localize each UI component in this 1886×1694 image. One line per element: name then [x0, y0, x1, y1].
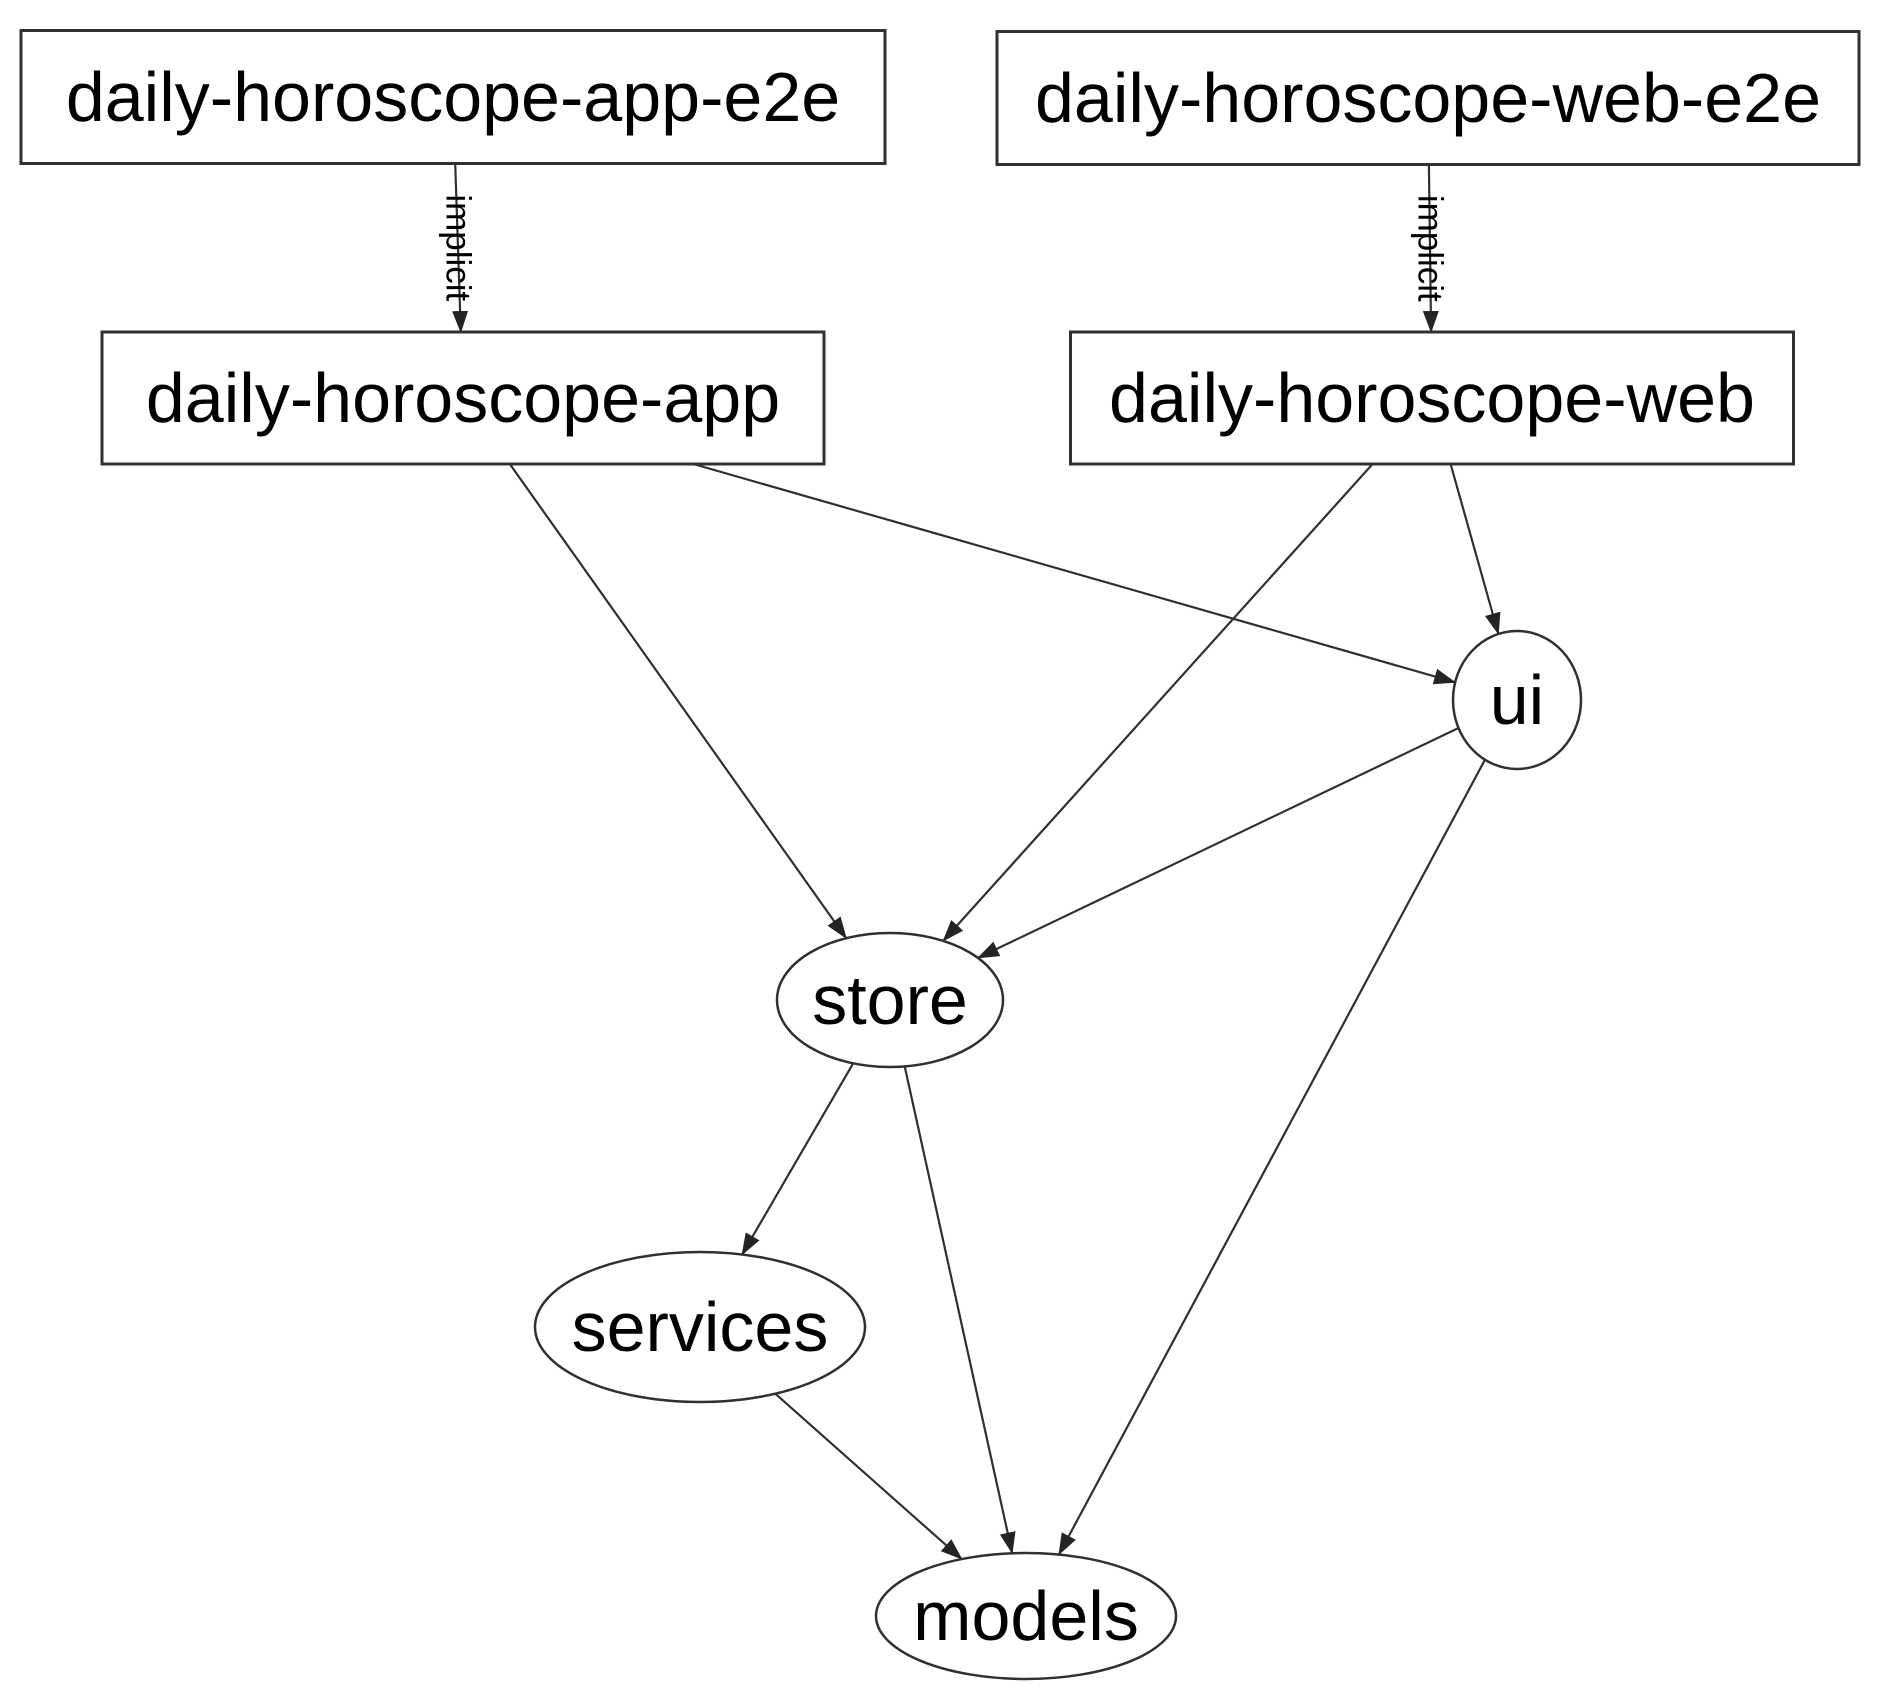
node-daily-horoscope-web-e2e: daily-horoscope-web-e2e: [995, 30, 1861, 166]
node-shape-daily-horoscope-app-e2e: [19, 29, 887, 165]
node-label-store: store: [812, 961, 968, 1039]
node-layer: daily-horoscope-app-e2e daily-horoscope-w…: [19, 29, 1861, 1681]
edge-daily-horoscope-web-to-store: [942, 463, 1374, 942]
edge-label-daily-horoscope-web-e2e-to-daily-horoscope-web: implicit: [1411, 195, 1450, 302]
node-ui: ui: [1451, 629, 1583, 771]
node-label-ui: ui: [1490, 661, 1544, 739]
node-label-daily-horoscope-web-e2e: daily-horoscope-web-e2e: [1035, 59, 1821, 137]
node-shape-store: [775, 931, 1005, 1069]
node-shape-daily-horoscope-web-e2e: [995, 30, 1861, 166]
node-shape-daily-horoscope-app: [100, 330, 826, 466]
node-shape-daily-horoscope-web: [1069, 330, 1795, 466]
edge-store-to-services: [741, 1062, 855, 1256]
edge-daily-horoscope-app-to-ui: [692, 462, 1457, 685]
node-shape-models: [874, 1551, 1178, 1681]
node-services: services: [533, 1250, 867, 1404]
node-store: store: [775, 931, 1005, 1069]
edge-label-layer: implicit implicit: [439, 194, 1450, 302]
edge-daily-horoscope-web-to-ui: [1449, 463, 1501, 635]
edge-label-daily-horoscope-app-e2e-to-daily-horoscope-app: implicit: [439, 194, 478, 301]
edge-ui-to-models: [1057, 759, 1486, 1556]
edge-daily-horoscope-web-e2e-to-daily-horoscope-web: [1422, 164, 1439, 333]
edge-layer: [452, 163, 1501, 1560]
node-daily-horoscope-app-e2e: daily-horoscope-app-e2e: [19, 29, 887, 165]
node-label-services: services: [572, 1288, 829, 1366]
edge-ui-to-store: [976, 727, 1459, 959]
edge-daily-horoscope-app-e2e-to-daily-horoscope-app: [452, 163, 469, 333]
edge-services-to-models: [774, 1392, 963, 1560]
node-daily-horoscope-web: daily-horoscope-web: [1069, 330, 1795, 466]
node-shape-ui: [1451, 629, 1583, 771]
node-label-daily-horoscope-web: daily-horoscope-web: [1109, 359, 1755, 437]
node-models: models: [874, 1551, 1178, 1681]
node-shape-services: [533, 1250, 867, 1404]
edge-daily-horoscope-app-to-store: [508, 463, 848, 940]
node-daily-horoscope-app: daily-horoscope-app: [100, 330, 826, 466]
node-label-models: models: [913, 1577, 1139, 1655]
node-label-daily-horoscope-app-e2e: daily-horoscope-app-e2e: [66, 58, 840, 136]
node-label-daily-horoscope-app: daily-horoscope-app: [146, 359, 780, 437]
edge-store-to-models: [903, 1066, 1016, 1555]
